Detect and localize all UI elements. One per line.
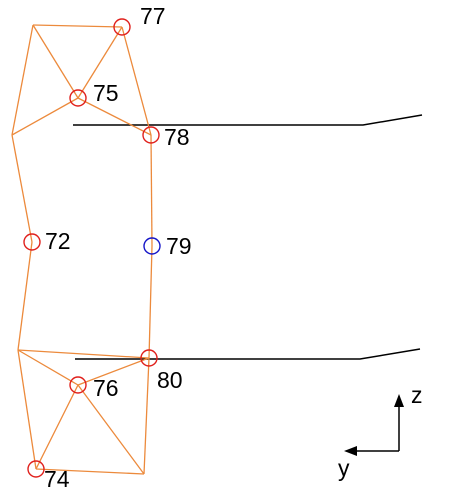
node-75 — [69, 89, 87, 107]
truss-edge-79-80 — [148, 245, 153, 359]
truss-edge-ml-72 — [11, 134, 33, 243]
truss-edge-tl-75 — [32, 24, 79, 99]
axis-triad: z y — [338, 382, 423, 481]
node-labels: 77 75 78 72 79 80 76 74 — [44, 3, 192, 492]
node-label-79: 79 — [166, 233, 192, 259]
truss-edge-80-br — [143, 357, 150, 475]
node-label-74: 74 — [44, 466, 70, 492]
y-arrowhead — [344, 446, 357, 456]
node-label-80: 80 — [157, 367, 183, 393]
truss-edge-72-bl — [17, 241, 33, 351]
node-77 — [113, 18, 131, 36]
truss-edge-tl-ml — [11, 24, 34, 136]
node-79 — [143, 237, 161, 255]
truss-edge-80-76 — [77, 357, 150, 386]
upper-beam-line — [73, 114, 423, 126]
lower-beam-line — [75, 348, 421, 360]
node-78 — [142, 126, 160, 144]
z-arrowhead — [394, 394, 404, 407]
truss-edge-74-br — [35, 468, 145, 475]
node-label-72: 72 — [45, 228, 71, 254]
beam-lines — [73, 114, 423, 360]
node-74 — [27, 460, 45, 478]
truss-edge-bl-76 — [17, 349, 79, 386]
truss-edge-bl-80 — [17, 349, 150, 359]
truss-edge-78-79 — [150, 134, 153, 247]
node-80 — [140, 349, 158, 367]
truss-edge-75-ml — [11, 97, 79, 136]
truss-edges — [11, 24, 153, 475]
z-axis-label: z — [411, 382, 423, 408]
node-label-75: 75 — [93, 80, 119, 106]
node-label-76: 76 — [93, 375, 119, 401]
node-76 — [69, 376, 87, 394]
node-label-77: 77 — [140, 3, 166, 29]
truss-edge-76-74 — [35, 384, 79, 470]
node-72 — [23, 233, 41, 251]
truss-edge-75-78 — [77, 97, 152, 136]
y-axis-label: y — [338, 455, 350, 481]
truss-edge-tl-77 — [32, 24, 123, 28]
truss-edge-bl-74 — [17, 349, 37, 470]
truss-edge-77-78 — [121, 26, 152, 136]
truss-edge-76-br — [77, 384, 145, 475]
truss-nodes — [23, 18, 161, 478]
truss-edge-77-75 — [77, 26, 123, 99]
node-label-78: 78 — [164, 124, 190, 150]
